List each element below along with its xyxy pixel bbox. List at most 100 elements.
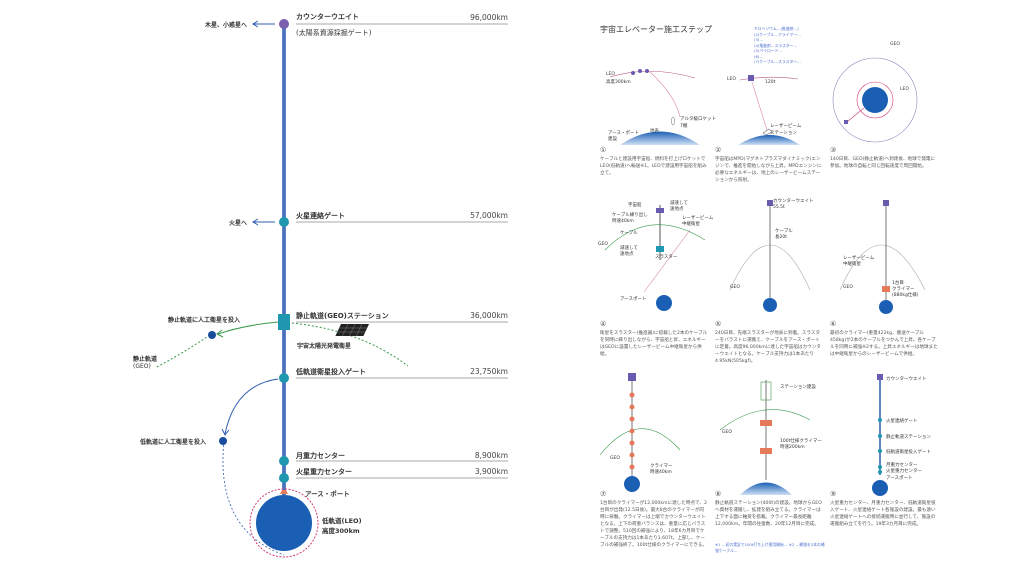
step7-illustration [599, 373, 681, 492]
counterweight-node [279, 19, 289, 29]
step-label: アースポート [620, 297, 647, 302]
step-label: 遠地点 [670, 207, 684, 212]
step-label: 長20t [775, 235, 787, 240]
leo-satellite-icon [219, 437, 227, 445]
step-label: 建設 [608, 137, 617, 142]
step-label: GEO [598, 242, 608, 247]
node-altitude: 23,750km [470, 367, 508, 376]
geo-orbit-sub: (GEO) [133, 363, 151, 370]
step8-illustration [719, 380, 811, 495]
node-altitude: 3,900km [474, 467, 508, 476]
earth-port-label: アース・ポート [305, 490, 350, 498]
step-note: ※1 …初の実証で100t打ち上げ運用開始… ※2 …補強を2本の補強ケーブル… [715, 542, 825, 553]
step-label: ステーション建設 [780, 385, 816, 390]
steps-title: 宇宙エレベーター施工ステップ [600, 25, 712, 34]
step-label: LEO [727, 77, 736, 82]
leo-gate-node [279, 373, 289, 383]
arrow-geo-insert [217, 321, 279, 335]
node-altitude: 8,900km [474, 451, 508, 460]
step-label: 55.5t [773, 205, 785, 210]
leo-label: 低軌道(LEO) [322, 517, 362, 525]
earth-icon [256, 495, 312, 551]
step-label: 100t仕様クライマー [780, 439, 822, 444]
geo-orbit-label: 静止軌道 [133, 356, 158, 363]
step-number: ② [715, 146, 722, 154]
space-elevator-diagram [154, 19, 508, 558]
step-caption: 静止軌道ステーション(400t)の建設。地球からGEOへ資材を運搬し、拡建を組み… [715, 501, 822, 527]
step-label: 時速40km [612, 219, 634, 224]
node-name: 火星連絡ゲート [296, 212, 345, 220]
step-label: アースポート [886, 476, 913, 481]
node-name: 火星重力センター [296, 468, 352, 476]
leo-altitude-label: 高度300km [322, 527, 360, 535]
step-label: アルタ級ロケット [680, 117, 716, 122]
step-label: GEO [730, 285, 740, 290]
step-label: GEO [843, 285, 853, 290]
step-caption: ケーブルと建設用宇宙船、燃料を打上げロケットでLEO(低軌道)へ輸送※1。LEO… [600, 157, 707, 176]
solar-satellite-label: 宇宙太陽光発電衛星 [297, 343, 352, 350]
step-label: カウンターウエイト [886, 377, 927, 382]
step-number: ⑨ [830, 490, 837, 498]
side-label: 火星へ [228, 220, 247, 227]
node-name: 低軌道衛星投入ゲート [296, 368, 366, 376]
step-label: 中継衛星 [843, 262, 861, 267]
node-name: 静止軌道(GEO)ステーション [296, 312, 389, 320]
step-number: ⑦ [600, 490, 607, 498]
step-label: レーザービーム [682, 216, 714, 221]
step-label: レーザービーム [770, 124, 802, 129]
moon-gravity-node [279, 456, 289, 466]
step-number: ⑧ [715, 490, 722, 498]
step6-illustration [839, 200, 926, 314]
side-label: 木星、小惑星へ [204, 22, 247, 29]
step-label: レーザービーム [843, 256, 875, 261]
step-caption: 140日目、GEO(静止軌道)へ到達後、地球で発電に参加。地球の自転と同じ回転速… [830, 157, 936, 169]
earth-port-icon [280, 490, 288, 494]
step-label: 火星連絡ゲート [886, 419, 918, 424]
step-label: 減速して [620, 246, 638, 251]
step1-illustration [609, 69, 700, 145]
node-altitude: 57,000km [470, 211, 508, 220]
step-caption: 衛星をスラスター(推進器)に搭載した2本のケーブルを同時に繰り出しながら、宇宙船… [600, 331, 708, 357]
step-number: ⑥ [830, 320, 837, 328]
node-sub: (太陽系資源採掘ゲート) [296, 29, 372, 37]
step-label: GEO [890, 42, 900, 47]
step-number: ④ [600, 320, 607, 328]
arrow-leo-insert [224, 378, 279, 435]
side-label: 低軌道に人工衛星を投入 [140, 439, 207, 446]
step-label: 時速40km [650, 470, 672, 475]
step3-illustration [832, 57, 918, 143]
solar-panel-icon [335, 324, 369, 336]
step-label: 高度300km [606, 80, 631, 85]
step-label: GEO [610, 456, 620, 461]
step-label: 120t [765, 80, 776, 85]
step-label: ケーブル [775, 229, 793, 234]
step-label: 時速200km [780, 445, 805, 450]
mars-gravity-node [279, 473, 289, 483]
step-label: クライマー [650, 464, 673, 469]
step-label: カウンターウエイト [773, 199, 814, 204]
step4-illustration [604, 205, 706, 311]
step-caption: 宇宙船はMPD(マグネトプラズマダイナミック)エンジンで、推進を開始しながら上昇… [715, 157, 822, 183]
step-label: ケーブル繰り出し [612, 213, 648, 218]
step2-notes: キロヘリウム…(推進剤…)(2)ケーブル…クライマー…(3)…(4)推進剤…スラ… [754, 26, 801, 64]
step-number: ① [600, 146, 607, 154]
leo-transfer-path [222, 440, 285, 556]
step-label: GEO [722, 430, 732, 435]
node-name: 月重力センター [296, 452, 345, 460]
step-caption: 火星重力センター、月重力センター、低軌道衛星投入ゲート、火星連絡ゲート各施設の建… [830, 501, 936, 527]
step-label: クライマー [892, 287, 915, 292]
leo-orbit-ring [249, 488, 319, 558]
node-name: カウンターウエイト [296, 13, 359, 21]
step9-illustration [872, 374, 888, 496]
step-label: 地表 [650, 129, 659, 134]
geo-orbit-path [154, 334, 211, 369]
step-label: 低軌道衛星投入ゲート [886, 450, 931, 455]
step-label: スラスター [655, 255, 678, 260]
step-label: LEO [900, 87, 909, 92]
step-label: ケーブル [620, 231, 638, 236]
step-label: 静止軌道ステーション [886, 435, 931, 440]
node-altitude: 96,000km [470, 13, 508, 22]
step-label: 宇宙船 [628, 203, 642, 208]
step-caption: 240日目、先端スラスターが地表に到着。スラスターをバラストに運搬え、ケーブルを… [715, 331, 821, 364]
step-number: ③ [830, 146, 837, 154]
